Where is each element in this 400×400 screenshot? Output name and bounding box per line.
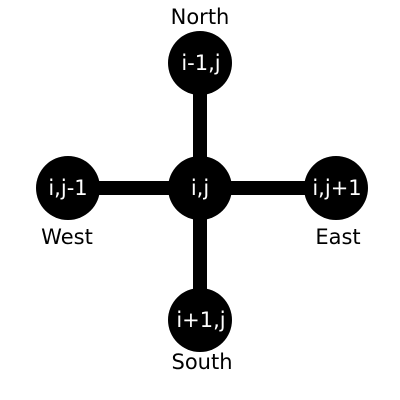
node-north: i-1,j — [168, 31, 232, 95]
node-north-label: i-1,j — [181, 51, 220, 75]
node-west-label: i,j-1 — [48, 176, 87, 200]
node-east: i,j+1 — [304, 156, 368, 220]
node-west: i,j-1 — [36, 156, 100, 220]
node-center: i,j — [168, 156, 232, 220]
node-south: i+1,j — [168, 288, 232, 352]
direction-south-label: South — [171, 350, 232, 374]
direction-west-label: West — [41, 225, 93, 249]
direction-north-label: North — [171, 5, 230, 29]
direction-east-label: East — [315, 225, 360, 249]
node-center-label: i,j — [191, 176, 209, 200]
node-east-label: i,j+1 — [312, 176, 361, 200]
node-south-label: i+1,j — [176, 308, 225, 332]
